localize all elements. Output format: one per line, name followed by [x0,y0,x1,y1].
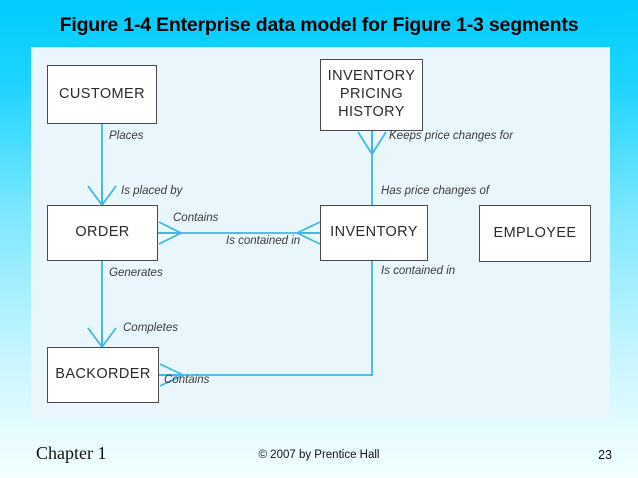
crowsfoot-iph-bottom [357,131,387,155]
relationship-label-completes: Completes [123,322,178,334]
entity-inventory-pricing-history[interactable]: INVENTORY PRICING HISTORY [320,59,423,131]
crowsfoot-backorder-top [87,326,117,348]
entity-inventory-label: INVENTORY [330,224,418,241]
entity-backorder-label: BACKORDER [55,366,151,383]
footer-copyright: © 2007 by Prentice Hall [258,449,380,461]
entity-iph-line2: PRICING [339,86,404,103]
relationship-label-contains-backorder-inventory: Contains [164,374,210,386]
entity-iph-label: INVENTORY PRICING HISTORY [328,68,416,121]
crowsfoot-inventory-left [296,221,321,245]
footer-chapter: Chapter 1 [36,443,107,463]
entity-order[interactable]: ORDER [47,205,158,261]
entity-employee-label: EMPLOYEE [493,224,577,241]
line-backorder-inventory [159,261,373,376]
entity-inventory[interactable]: INVENTORY [320,205,428,261]
relationship-label-keeps-price-changes-for: Keeps price changes for [389,130,514,142]
crowsfoot-order-top [87,184,117,206]
entity-employee[interactable]: EMPLOYEE [479,205,591,262]
entity-order-label: ORDER [75,224,130,241]
entity-customer-label: CUSTOMER [59,85,145,102]
relationship-label-generates: Generates [109,267,163,279]
page-title: Figure 1-4 Enterprise data model for Fig… [59,14,579,36]
relationship-label-is-placed-by: Is placed by [121,185,183,197]
er-diagram-panel: CUSTOMER INVENTORY PRICING HISTORY ORDER… [31,47,610,420]
relationship-label-places: Places [109,130,144,142]
relationship-label-contains-order-inventory: Contains [173,212,219,224]
footer-page-number: 23 [598,448,612,462]
crowsfoot-order-right [158,221,182,245]
entity-iph-line3: HISTORY [338,103,405,120]
relationship-label-is-contained-in-backorder: Is contained in [381,265,456,277]
relationship-label-has-price-changes-of: Has price changes of [381,185,490,197]
entity-customer[interactable]: CUSTOMER [47,65,157,124]
entity-iph-line1: INVENTORY [327,68,416,85]
relationship-label-is-contained-in-order: Is contained in [226,235,301,247]
entity-backorder[interactable]: BACKORDER [47,347,159,403]
